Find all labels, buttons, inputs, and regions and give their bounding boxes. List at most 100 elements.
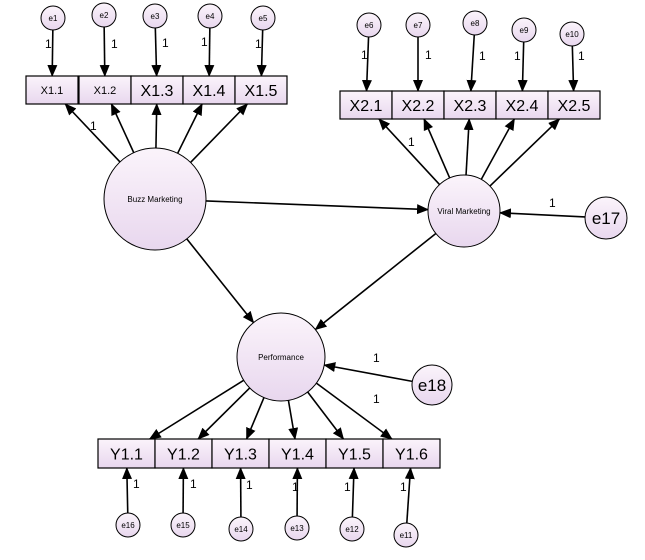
indicator-label: Y1.5	[338, 446, 371, 463]
fixed-weight-label: 1	[408, 135, 415, 149]
fixed-weight-label: 1	[361, 48, 368, 62]
error-path-y1-1	[122, 467, 133, 514]
fixed-weight-label: 1	[190, 477, 197, 491]
indicator-label: X1.4	[193, 83, 226, 100]
loading-performance-y1-4	[287, 400, 299, 440]
error-path-x1-4	[204, 27, 215, 77]
disturbance-viral: e17	[584, 196, 628, 240]
loading-viral-x2-3	[463, 118, 474, 176]
latent-buzz: Buzz Marketing	[103, 147, 207, 251]
error-term: e15	[170, 512, 196, 538]
fixed-weight-label: 1	[514, 49, 521, 63]
error-term: e3	[142, 3, 168, 29]
latent-performance: Performance	[236, 312, 326, 402]
loading-performance-y1-3	[245, 397, 265, 440]
indicator-y1-4: Y1.4	[268, 438, 327, 469]
fixed-weight-label: 1	[425, 48, 432, 62]
loading-buzz-x1-2	[110, 103, 135, 153]
loading-performance-y1-5	[307, 391, 345, 440]
disturbance-label: e17	[592, 209, 620, 228]
loading-buzz-x1-5	[189, 103, 249, 163]
indicator-y1-5: Y1.5	[325, 438, 384, 469]
error-label: e11	[400, 531, 413, 540]
indicator-x1-5: X1.5	[234, 75, 288, 105]
error-term: e8	[462, 10, 488, 36]
path-arrows	[47, 26, 586, 524]
loading-buzz-x1-4	[176, 103, 203, 154]
fixed-weight-label: 1	[111, 37, 118, 51]
error-path-x1-3	[151, 27, 162, 77]
loading-performance-y1-6	[315, 382, 393, 440]
error-term: e1	[40, 5, 66, 31]
indicator-label: X1.2	[94, 85, 117, 97]
error-term: e16	[115, 512, 141, 538]
error-term: e9	[511, 17, 537, 43]
latent-label-viral: Viral Marketing	[437, 207, 490, 216]
error-term: e7	[405, 12, 431, 38]
indicator-label: X1.3	[141, 83, 174, 100]
indicator-label: X1.5	[245, 83, 278, 100]
error-path-x2-5	[568, 45, 579, 92]
indicator-x1-3: X1.3	[130, 75, 184, 105]
error-term: e10	[559, 21, 585, 47]
error-label: e14	[234, 525, 248, 534]
indicator-label: Y1.3	[224, 446, 257, 463]
error-term: e6	[356, 12, 382, 38]
fixed-weight-label: 1	[578, 49, 585, 63]
loading-performance-y1-2	[197, 387, 251, 440]
error-term: e11	[393, 522, 419, 548]
error-path-x1-2	[99, 26, 110, 77]
error-label: e4	[206, 12, 215, 21]
indicator-label: X2.5	[558, 98, 591, 115]
fixed-weight-label: 1	[90, 119, 97, 133]
error-label: e2	[100, 11, 109, 20]
indicator-x2-3: X2.3	[443, 90, 497, 120]
indicator-label: Y1.2	[167, 446, 200, 463]
loading-buzz-x1-1	[64, 103, 121, 163]
indicator-label: X2.3	[454, 98, 487, 115]
fixed-weight-label: 1	[45, 37, 52, 51]
error-label: e12	[345, 525, 359, 534]
loading-viral-x2-5	[489, 118, 561, 187]
error-path-y1-5	[348, 467, 359, 518]
error-path-x2-4	[517, 41, 528, 92]
indicator-label: X2.2	[402, 98, 435, 115]
path-buzz-to-viral	[205, 200, 430, 215]
disturbance-label: e18	[418, 376, 446, 395]
indicator-x1-1: X1.1	[25, 75, 79, 105]
error-label: e16	[121, 521, 135, 530]
fixed-weight-label: 1	[373, 351, 380, 365]
fixed-weight-label: 1	[162, 36, 169, 50]
indicator-y1-6: Y1.6	[382, 438, 441, 469]
error-label: e6	[365, 21, 374, 30]
path-e18-to-performance	[323, 362, 413, 383]
fixed-weight-label: 1	[400, 480, 407, 494]
latent-label-buzz: Buzz Marketing	[127, 195, 182, 204]
loading-buzz-x1-3	[151, 103, 162, 149]
error-term: e4	[197, 3, 223, 29]
error-term: e13	[284, 515, 310, 541]
indicator-label: Y1.4	[281, 446, 314, 463]
indicator-x2-4: X2.4	[495, 90, 549, 120]
path-e17-to-viral	[498, 208, 586, 219]
loading-viral-x2-2	[423, 118, 451, 179]
error-label: e13	[290, 524, 304, 533]
fixed-weight-label: 1	[344, 480, 351, 494]
error-term: e14	[228, 516, 254, 542]
error-term: e5	[250, 5, 276, 31]
fixed-weight-label: 1	[133, 477, 140, 491]
fixed-weight-label: 1	[549, 196, 556, 210]
indicator-label: X1.1	[41, 85, 64, 97]
indicator-y1-1: Y1.1	[97, 438, 156, 469]
latent-label-performance: Performance	[258, 353, 304, 362]
error-path-y1-6	[404, 467, 415, 524]
path-buzz-to-performance	[186, 238, 255, 324]
latent-viral: Viral Marketing	[427, 174, 501, 248]
error-label: e1	[49, 14, 58, 23]
indicator-x2-1: X2.1	[339, 90, 393, 120]
indicator-y1-3: Y1.3	[211, 438, 270, 469]
error-term: e12	[339, 516, 365, 542]
